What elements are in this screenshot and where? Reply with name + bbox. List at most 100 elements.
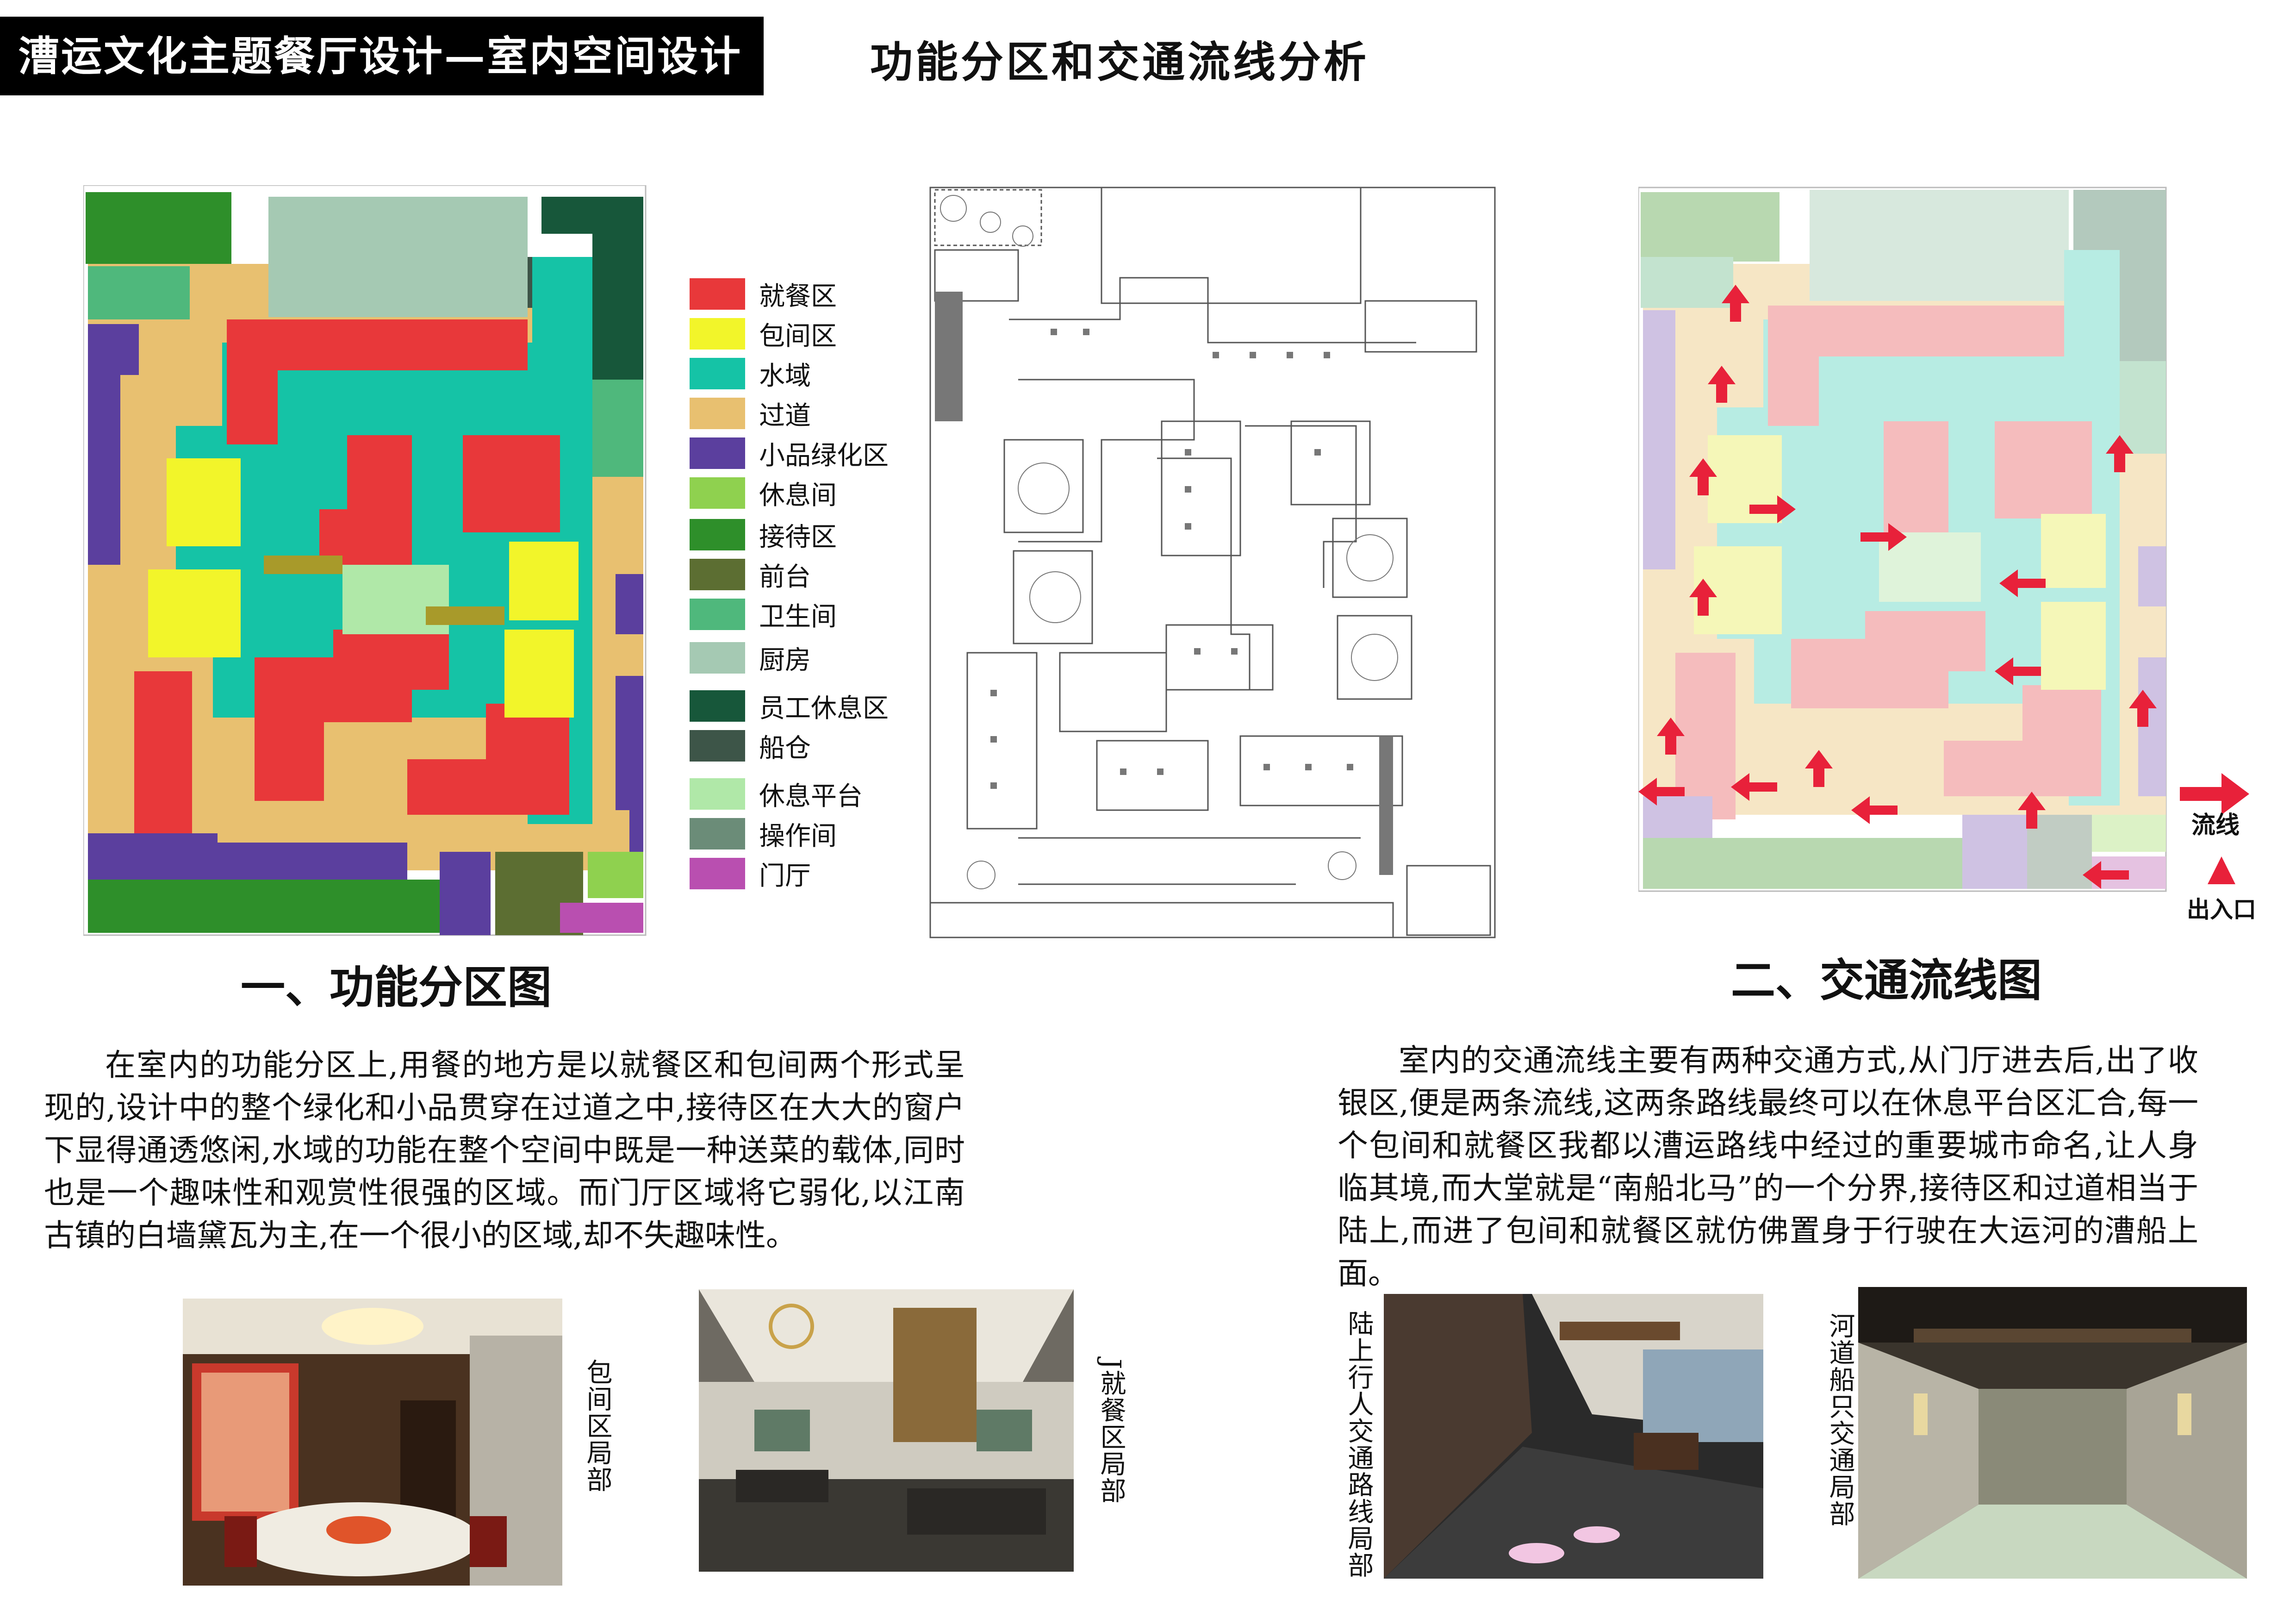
plan-lobby	[1406, 865, 1491, 936]
photo-boat-route-art	[1858, 1287, 2247, 1579]
zone-greenery-bottom	[88, 833, 407, 880]
plan-wall	[930, 902, 1394, 937]
plan-seat	[1185, 523, 1191, 530]
zone-toilet-2	[592, 380, 643, 477]
zone-reception-bottom	[88, 880, 440, 933]
legend-item: 水域	[690, 357, 811, 391]
legend-item: 厨房	[690, 642, 811, 675]
plan-toilet-block	[934, 249, 1019, 302]
zone-greenery-right	[629, 810, 643, 852]
flow-arrow	[1860, 523, 1907, 551]
flow-arrow	[1638, 778, 1685, 806]
plan-private-room	[1013, 550, 1093, 644]
legend-label: 休息平台	[759, 781, 863, 812]
plan-seat	[990, 690, 997, 696]
photo-dining-area-art	[699, 1289, 1074, 1572]
plan-stair	[1364, 300, 1477, 353]
flow-arrow	[1731, 773, 1777, 801]
flow-arrow	[1657, 718, 1685, 755]
photo-dining-area	[699, 1289, 1074, 1572]
legend-item: 休息平台	[690, 778, 863, 812]
flow-private-3	[2041, 514, 2106, 588]
photo-boat-route	[1858, 1287, 2247, 1579]
plan-courtyard	[934, 189, 1042, 246]
plan-seat	[1083, 329, 1089, 335]
legend-swatch	[690, 398, 745, 429]
legend-item: 就餐区	[690, 278, 837, 312]
flow-toilet	[1641, 257, 1733, 308]
plan-seat	[1324, 352, 1330, 358]
plan-seat	[1213, 352, 1219, 358]
legend-item: 卫生间	[690, 598, 837, 632]
legend-label: 操作间	[759, 821, 837, 851]
zone-greenery-2	[120, 324, 139, 375]
zone-dining-b	[463, 435, 560, 532]
legend-swatch	[690, 818, 745, 849]
legend-swatch	[690, 599, 745, 630]
photo-dining-area-label: J就餐区局部	[1096, 1359, 1126, 1505]
legend-label: 门厅	[759, 861, 811, 891]
zone-greenery-3	[616, 574, 643, 634]
legend-swatch	[690, 477, 745, 509]
plan-seat	[1051, 329, 1057, 335]
photo-pedestrian-route	[1384, 1294, 1763, 1579]
plan-round-table	[1351, 634, 1398, 681]
legend-swatch	[690, 690, 745, 722]
legend-item: 门厅	[690, 857, 811, 891]
legend-swatch	[690, 519, 745, 550]
plan-seat	[1185, 486, 1191, 493]
legend-label: 船仓	[759, 733, 811, 763]
zone-kitchen	[268, 197, 528, 317]
plan-round-table	[1346, 534, 1394, 581]
plan-private-room	[1003, 439, 1084, 533]
plan-seat	[1231, 648, 1238, 655]
flow-greenery	[1643, 310, 1675, 569]
plan-stairs-mark	[935, 292, 963, 421]
entrance-legend-label: 出入口	[2187, 896, 2256, 923]
plan-dining-room	[1161, 420, 1241, 556]
flow-dining-e	[1944, 685, 2101, 796]
zone-greenery-4	[616, 676, 643, 810]
zone-private-3	[509, 542, 579, 620]
function-zoning-map	[83, 185, 647, 936]
flow-toilet-2	[2120, 361, 2166, 454]
plan-seat	[1305, 764, 1312, 770]
zone-dining-d	[134, 671, 192, 843]
plan-seat	[1314, 449, 1321, 456]
flow-arrow	[1805, 750, 1833, 787]
floor-plan-drawing	[929, 187, 1496, 938]
flow-paragraph: 室内的交通流线主要有两种交通方式,从门厅进去后,出了收银区,便是两条流线,这两条…	[1338, 1043, 2198, 1291]
flow-dining-d	[1675, 653, 1736, 819]
flow-arrow	[1995, 657, 2041, 685]
flow-arrow	[1851, 796, 1898, 824]
photo-boat-route-label: 河道船只交通局部	[1825, 1312, 1855, 1527]
plan-tree	[1012, 225, 1033, 247]
plan-dining-room	[1239, 735, 1403, 806]
flow-legend-graphic	[2180, 773, 2249, 884]
plan-wall	[1245, 425, 1357, 588]
photo-private-room-art	[183, 1299, 562, 1586]
flow-arrow	[2018, 792, 2046, 829]
plan-seat	[1194, 648, 1201, 655]
legend-item: 小品绿化区	[690, 437, 889, 471]
plan-dining-room	[1165, 624, 1274, 691]
flow-arrows	[1638, 285, 2157, 889]
plan-planter	[967, 861, 996, 889]
plan-round-table	[1018, 462, 1070, 514]
zone-staff-lounge	[541, 197, 643, 234]
flow-arrow	[1689, 458, 1717, 495]
flow-arrow	[2083, 861, 2129, 889]
entrance-legend-triangle	[2208, 856, 2235, 884]
zone-dining-c3	[255, 694, 324, 801]
legend-label: 水域	[759, 361, 811, 391]
plan-tree	[980, 212, 1001, 233]
legend-swatch	[690, 559, 745, 590]
legend-swatch	[690, 437, 745, 469]
plan-seat	[1250, 352, 1256, 358]
legend-label: 员工休息区	[759, 693, 889, 724]
zoning-caption: 一、功能分区图	[241, 961, 552, 1013]
flow-arrow	[1722, 285, 1749, 322]
plan-wall	[1157, 457, 1251, 690]
plan-seat	[990, 782, 997, 789]
zone-front-desk	[264, 556, 342, 574]
